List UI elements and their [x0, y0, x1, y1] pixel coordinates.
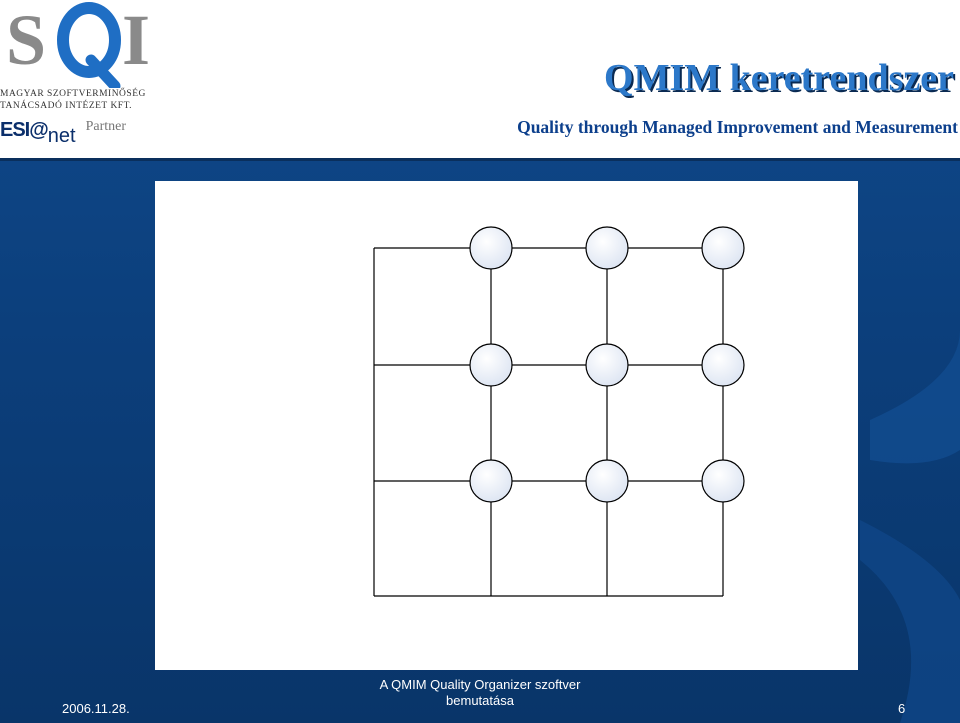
grid-node-r3-c3	[701, 459, 745, 503]
logo-text-line1: MAGYAR SZOFTVERMINŐSÉG	[0, 89, 146, 99]
diagram-panel	[155, 181, 858, 670]
logo-text-line2: TANÁCSADÓ INTÉZET KFT.	[0, 101, 133, 111]
net-label: net	[47, 125, 76, 147]
logo-letter-s: S	[6, 0, 47, 80]
slide-header: S I MAGYAR SZOFTVERMINŐSÉG TANÁCSADÓ INT…	[0, 0, 960, 161]
sqi-logo: S I MAGYAR SZOFTVERMINŐSÉG TANÁCSADÓ INT…	[0, 0, 190, 158]
grid-diagram	[373, 226, 745, 597]
slide-subtitle: Quality through Managed Improvement and …	[517, 117, 958, 137]
footer-date: 2006.11.28.	[62, 701, 130, 716]
esi-label: ESI@	[0, 119, 49, 141]
grid-node-r2-c1	[469, 343, 513, 387]
slide-title: QMIM keretrendszer	[604, 57, 954, 99]
grid-node-r1-c3	[701, 226, 745, 270]
logo-letter-i: I	[122, 0, 151, 80]
esi-partner-badge: ESI@net Partner	[0, 119, 126, 147]
partner-label: Partner	[85, 119, 126, 134]
footer-caption-line2: bemutatása	[446, 693, 514, 708]
grid-node-r3-c2	[585, 459, 629, 503]
grid-node-r3-c1	[469, 459, 513, 503]
slide-footer: 2006.11.28. A QMIM Quality Organizer szo…	[0, 670, 960, 723]
footer-caption-line1: A QMIM Quality Organizer szoftver	[379, 677, 581, 692]
grid-node-r1-c2	[585, 226, 629, 270]
grid-node-r2-c2	[585, 343, 629, 387]
logo-q-icon	[57, 2, 121, 88]
grid-node-r2-c3	[701, 343, 745, 387]
page-number: 6	[898, 701, 906, 716]
grid-node-r1-c1	[469, 226, 513, 270]
footer-caption: A QMIM Quality Organizer szoftver bemuta…	[330, 677, 630, 709]
